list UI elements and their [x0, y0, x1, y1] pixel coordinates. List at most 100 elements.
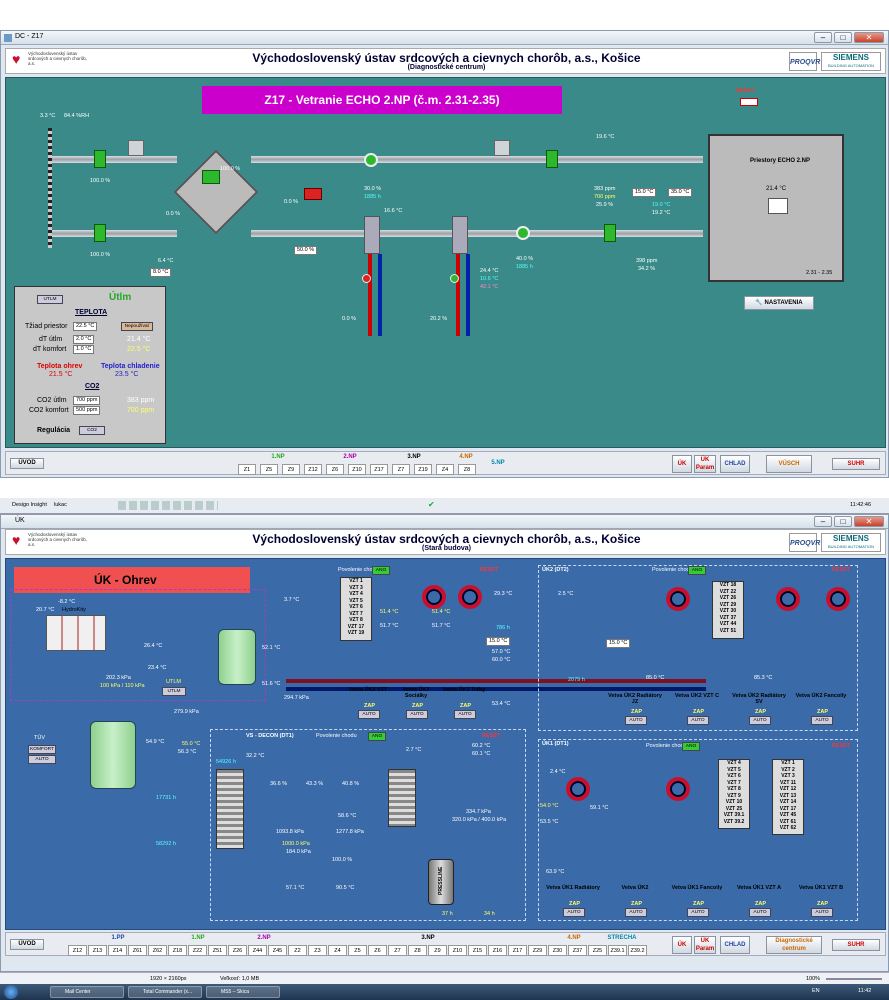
tuv-tank[interactable]	[90, 721, 136, 789]
minimize-button[interactable]: –	[814, 32, 832, 43]
utlm-button[interactable]: UTLM	[37, 295, 63, 304]
suhr-button-2[interactable]: SUHR	[832, 939, 880, 951]
nav-zone-z5[interactable]: Z5	[348, 945, 367, 956]
reset-button[interactable]: RESET	[736, 88, 755, 94]
heat-recovery[interactable]	[173, 149, 259, 235]
nav-zone-z39-1[interactable]: Z39.1	[608, 945, 627, 956]
heater-coil[interactable]	[364, 216, 380, 254]
nav-zone-z44[interactable]: Z44	[248, 945, 267, 956]
heat-pump[interactable]	[362, 274, 371, 283]
nav-zone-z6[interactable]: Z6	[326, 464, 344, 475]
nav-zone-z29[interactable]: Z29	[528, 945, 547, 956]
setpoint-pct-input[interactable]: 50.0 %	[294, 246, 318, 255]
nav-zone-z8[interactable]: Z8	[458, 464, 476, 475]
branch-auto-btn[interactable]: AUTO	[811, 716, 833, 725]
nav-zone-z22[interactable]: Z22	[188, 945, 207, 956]
branch-auto-btn[interactable]: AUTO	[563, 908, 585, 917]
nav-zone-z2[interactable]: Z2	[288, 945, 307, 956]
branch-auto-btn[interactable]: AUTO	[358, 710, 380, 719]
uk1-ano[interactable]: ANO	[682, 742, 700, 751]
branch-auto-btn[interactable]: AUTO	[406, 710, 428, 719]
damper-return[interactable]	[94, 224, 106, 242]
dt-komf-input[interactable]: 1.0 °C	[73, 345, 95, 354]
damper-supply-2[interactable]	[546, 150, 558, 168]
nav-zone-z4[interactable]: Z4	[436, 464, 454, 475]
nav-zone-z17[interactable]: Z17	[508, 945, 527, 956]
branch-auto-btn[interactable]: AUTO	[687, 908, 709, 917]
chlad-button-2[interactable]: CHLAD	[720, 936, 750, 954]
uvod-button-2[interactable]: ÚVOD	[10, 939, 44, 950]
branch-auto-btn[interactable]: AUTO	[625, 716, 647, 725]
branch-auto-btn[interactable]: AUTO	[749, 908, 771, 917]
nav-zone-z5[interactable]: Z5	[260, 464, 278, 475]
vs-reset[interactable]: RESET	[482, 733, 501, 739]
dt-utlm-input[interactable]: 2.0 °C	[73, 335, 95, 344]
nav-zone-z10[interactable]: Z10	[448, 945, 467, 956]
cooler-coil[interactable]	[452, 216, 468, 254]
utlm-btn-2[interactable]: UTLM	[162, 687, 186, 696]
nav-zone-z7[interactable]: Z7	[392, 464, 410, 475]
nav-zone-z51[interactable]: Z51	[208, 945, 227, 956]
taskbar-item[interactable]: Mail Center	[50, 986, 124, 998]
minimize-button-2[interactable]: –	[814, 516, 832, 527]
close-button-2[interactable]: ✕	[854, 516, 884, 527]
regulacia-value[interactable]: CO2	[79, 426, 105, 435]
nav-zone-z8[interactable]: Z8	[408, 945, 427, 956]
uk3-reset[interactable]: RESET	[480, 567, 499, 573]
vs-ano[interactable]: ANO	[368, 732, 386, 741]
nav-zone-z18[interactable]: Z18	[168, 945, 187, 956]
branch-auto-btn[interactable]: AUTO	[454, 710, 476, 719]
uk-param-button-2[interactable]: ÚK Param	[694, 936, 716, 954]
branch-auto-btn[interactable]: AUTO	[687, 716, 709, 725]
nav-zone-z30[interactable]: Z30	[548, 945, 567, 956]
sp2-input[interactable]: 35.0 °C	[668, 188, 693, 197]
uk3-ano[interactable]: ANO	[372, 566, 390, 575]
window-tab[interactable]: ÚK	[15, 517, 25, 524]
reset-icon[interactable]	[740, 98, 758, 106]
tziad-input[interactable]: 22.5 °C	[73, 322, 98, 331]
damper-supply[interactable]	[94, 150, 106, 168]
start-icon[interactable]	[4, 985, 18, 999]
nav-zone-z37[interactable]: Z37	[568, 945, 587, 956]
suhr-button[interactable]: SUHR	[832, 458, 880, 470]
vusch-button[interactable]: VÚSCH	[766, 455, 812, 473]
uvod-button[interactable]: ÚVOD	[10, 458, 44, 469]
return-fan[interactable]	[516, 226, 530, 240]
nastavenia-button[interactable]: 🔧 NASTAVENIA	[744, 296, 814, 310]
nav-zone-z16[interactable]: Z16	[488, 945, 507, 956]
nav-zone-z12[interactable]: Z12	[68, 945, 87, 956]
damper-return-2[interactable]	[604, 224, 616, 242]
temp-setpoint-input[interactable]: 8.0 °C	[150, 268, 172, 277]
chlad-button[interactable]: CHLAD	[720, 455, 750, 473]
cool-pump[interactable]	[450, 274, 459, 283]
main-tank[interactable]	[218, 629, 256, 685]
uk2-ano[interactable]: ANO	[688, 566, 706, 575]
co2-utlm-input[interactable]: 700 ppm	[73, 396, 101, 405]
sp1-input[interactable]: 15.0 °C	[632, 188, 657, 197]
uk-button[interactable]: ÚK	[672, 455, 692, 473]
nav-zone-z45[interactable]: Z45	[268, 945, 287, 956]
uk-button-2[interactable]: ÚK	[672, 936, 692, 954]
nav-zone-z6[interactable]: Z6	[368, 945, 387, 956]
branch-auto-btn[interactable]: AUTO	[749, 716, 771, 725]
branch-auto-btn[interactable]: AUTO	[811, 908, 833, 917]
uk3-sp[interactable]: 15.0 °C	[486, 637, 511, 646]
toolbar-icons[interactable]	[118, 501, 218, 510]
diag-button[interactable]: Diagnostické centrum	[766, 936, 822, 954]
auto-btn-tuv[interactable]: AUTO	[28, 755, 56, 764]
nav-zone-z9[interactable]: Z9	[282, 464, 300, 475]
nav-zone-z1[interactable]: Z1	[238, 464, 256, 475]
pressline[interactable]: PRESSLINE	[428, 859, 454, 905]
nav-zone-z13[interactable]: Z13	[88, 945, 107, 956]
uk1-reset[interactable]: RESET	[832, 743, 851, 749]
tuv-komfort-btn[interactable]: KOMFORT	[28, 745, 56, 754]
nav-zone-z15[interactable]: Z15	[468, 945, 487, 956]
nav-zone-z62[interactable]: Z62	[148, 945, 167, 956]
check-icon[interactable]: ✔	[428, 500, 435, 509]
uk2-sp[interactable]: 15.0 °C	[606, 639, 631, 648]
nav-zone-z17[interactable]: Z17	[370, 464, 388, 475]
zoom-slider[interactable]	[826, 978, 882, 980]
red-damper[interactable]	[304, 188, 322, 200]
co2-komf-input[interactable]: 500 ppm	[73, 406, 101, 415]
nav-zone-z3[interactable]: Z3	[308, 945, 327, 956]
